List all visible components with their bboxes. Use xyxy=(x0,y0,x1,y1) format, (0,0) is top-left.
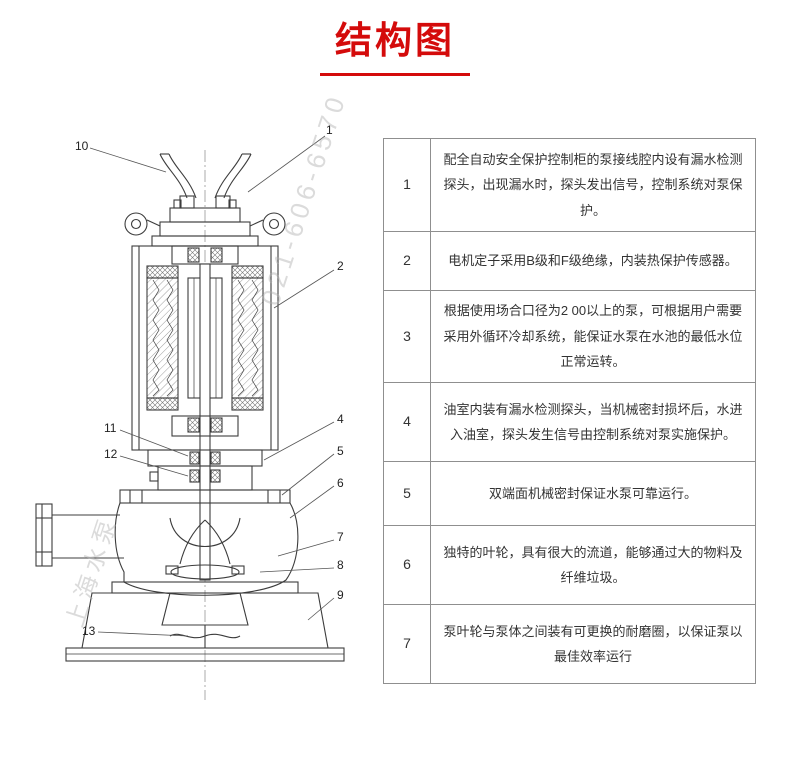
callout-8: 8 xyxy=(337,558,344,572)
callout-5: 5 xyxy=(337,444,344,458)
part-description: 根据使用场合口径为2 00以上的泵，可根据用户需要采用外循环冷却系统，能保证水泵… xyxy=(430,290,756,383)
stator-windings xyxy=(146,265,264,411)
part-description: 独特的叶轮，具有很大的流道，能够通过大的物料及纤维垃圾。 xyxy=(430,525,756,605)
callout-10: 10 xyxy=(75,139,89,153)
callout-1: 1 xyxy=(326,123,333,137)
callout-6: 6 xyxy=(337,476,344,490)
table-row: 2 电机定子采用B级和F级绝缘，内装热保护传感器。 xyxy=(383,231,756,291)
callout-9: 9 xyxy=(337,588,344,602)
page-header: 结构图 xyxy=(0,10,790,76)
part-number: 3 xyxy=(383,290,431,383)
table-row: 5 双端面机械密封保证水泵可靠运行。 xyxy=(383,461,756,526)
pump-structure-diagram: 10 1 2 11 12 4 5 6 7 8 9 13 xyxy=(20,120,380,710)
cable-lines xyxy=(159,153,252,209)
table-row: 1 配全自动安全保护控制柜的泵接线腔内设有漏水检测探头，出现漏水时，探头发出信号… xyxy=(383,138,756,232)
lifting-lugs xyxy=(124,212,286,236)
base-stand xyxy=(65,581,345,662)
title-underline xyxy=(320,73,470,76)
table-row: 4 油室内装有漏水检测探头，当机械密封损坏后，水进入油室，探头发生信号由控制系统… xyxy=(383,382,756,462)
pump-linework xyxy=(35,150,345,700)
pump-diagram-svg: 10 1 2 11 12 4 5 6 7 8 9 13 xyxy=(35,123,345,700)
callout-13: 13 xyxy=(82,624,96,638)
part-description: 电机定子采用B级和F级绝缘，内装热保护传感器。 xyxy=(430,231,756,291)
part-number: 1 xyxy=(383,138,431,232)
page-title: 结构图 xyxy=(335,20,455,61)
part-description: 泵叶轮与泵体之间装有可更换的耐磨圈，以保证泵以最佳效率运行 xyxy=(430,604,756,684)
parts-spec-table: 1 配全自动安全保护控制柜的泵接线腔内设有漏水检测探头，出现漏水时，探头发出信号… xyxy=(383,138,756,684)
table-row: 6 独特的叶轮，具有很大的流道，能够通过大的物料及纤维垃圾。 xyxy=(383,525,756,605)
table-row: 3 根据使用场合口径为2 00以上的泵，可根据用户需要采用外循环冷却系统，能保证… xyxy=(383,290,756,383)
rotor-shaft xyxy=(171,263,239,581)
part-number: 5 xyxy=(383,461,431,526)
part-description: 油室内装有漏水检测探头，当机械密封损坏后，水进入油室，探头发生信号由控制系统对泵… xyxy=(430,382,756,462)
part-description: 配全自动安全保护控制柜的泵接线腔内设有漏水检测探头，出现漏水时，探头发出信号，控… xyxy=(430,138,756,232)
callout-4: 4 xyxy=(337,412,344,426)
table-row: 7 泵叶轮与泵体之间装有可更换的耐磨圈，以保证泵以最佳效率运行 xyxy=(383,604,756,684)
part-number: 7 xyxy=(383,604,431,684)
part-number: 2 xyxy=(383,231,431,291)
callout-2: 2 xyxy=(337,259,344,273)
callout-leaders xyxy=(89,135,335,637)
callout-11: 11 xyxy=(104,421,117,435)
volute-casing xyxy=(35,502,299,596)
callout-12: 12 xyxy=(104,447,118,461)
part-description: 双端面机械密封保证水泵可靠运行。 xyxy=(430,461,756,526)
part-number: 4 xyxy=(383,382,431,462)
casing-cover xyxy=(119,489,291,504)
callout-7: 7 xyxy=(337,530,344,544)
part-number: 6 xyxy=(383,525,431,605)
impeller xyxy=(165,517,245,580)
